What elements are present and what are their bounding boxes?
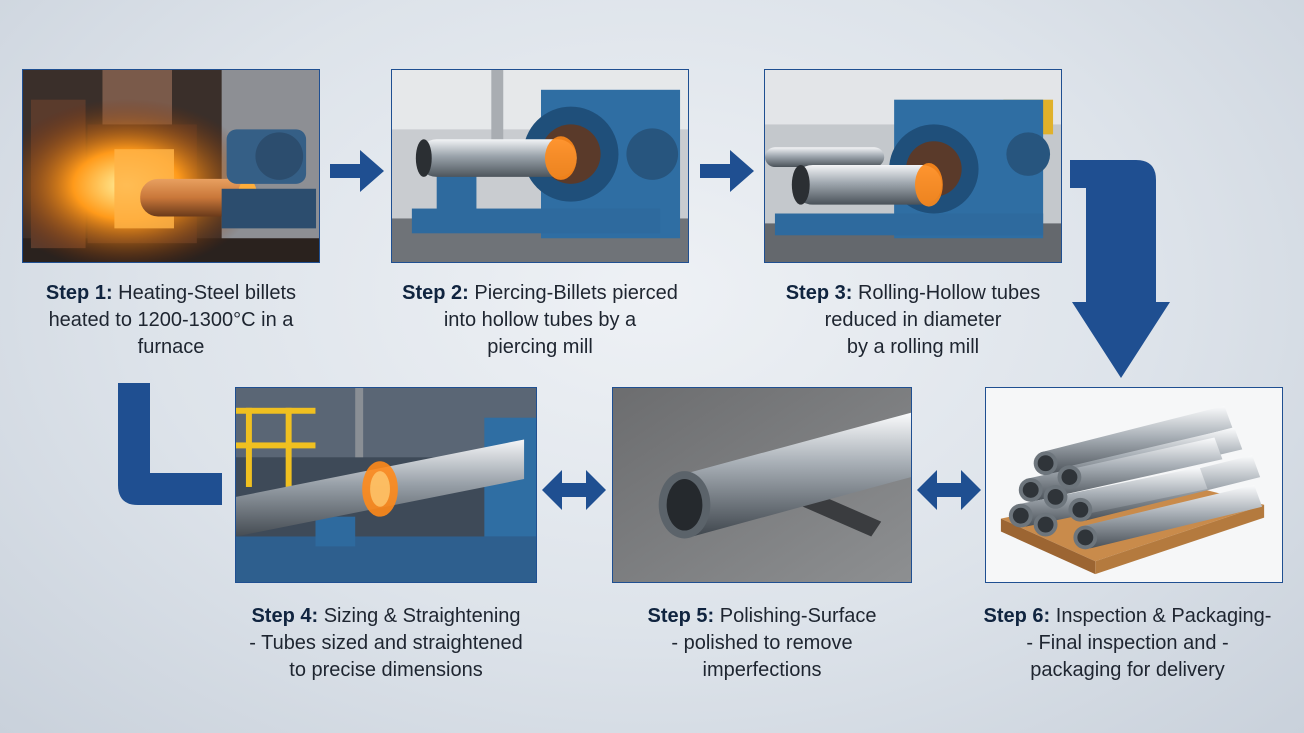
step-text: - Tubes sized and straightened	[249, 632, 523, 654]
step-6-image	[985, 387, 1283, 583]
step-title: Heating	[118, 282, 188, 304]
step-3-caption: Step 3: Rolling-Hollow tubes reduced in …	[743, 280, 1083, 361]
step-text: by a rolling mill	[846, 336, 980, 358]
step-title: Piercing	[474, 282, 547, 304]
step-5-caption: Step 5: Polishing-Surface - polished to …	[592, 603, 932, 684]
step-text: Steel billets	[193, 282, 297, 304]
step-5-image	[612, 387, 912, 583]
step-label: Step 4:	[251, 605, 319, 627]
step-1-image	[22, 69, 320, 263]
step-title: Polishing	[719, 605, 801, 627]
arrow-double-5-6	[917, 470, 981, 510]
step-text: packaging for delivery	[1030, 659, 1225, 681]
step-text: reduced in diameter	[824, 309, 1002, 331]
step-text: imperfections	[702, 659, 822, 681]
step-text: Surface	[807, 605, 877, 627]
arrow-right-2-3	[700, 150, 754, 192]
step-1-caption: Step 1: Heating-Steel billets heated to …	[12, 280, 330, 361]
step-title: Rolling	[857, 282, 920, 304]
step-label: Step 5:	[647, 605, 715, 627]
tube-stack	[1008, 405, 1263, 550]
step-text: Hollow tubes	[925, 282, 1041, 304]
step-label: Step 1:	[45, 282, 113, 304]
step-label: Step 6:	[983, 605, 1051, 627]
step-title: Inspection & Packaging	[1055, 605, 1265, 627]
step-label: Step 2:	[402, 282, 469, 304]
step-3-image	[764, 69, 1062, 263]
step-text: -	[1264, 605, 1272, 627]
step-4-caption: Step 4: Sizing & Straightening - Tubes s…	[216, 603, 556, 684]
step-text: Billets pierced	[553, 282, 678, 304]
step-text: - Final inspection and -	[1026, 632, 1229, 654]
step-text: furnace	[137, 336, 205, 358]
step-4-image	[235, 387, 537, 583]
step-6-caption: Step 6: Inspection & Packaging- - Final …	[955, 603, 1300, 684]
step-text: piercing mill	[487, 336, 593, 358]
step-label: Step 3:	[785, 282, 853, 304]
arrow-turn-down-3-6	[1070, 152, 1172, 380]
step-text: to precise dimensions	[289, 659, 483, 681]
step-2-caption: Step 2: Piercing-Billets pierced into ho…	[370, 280, 710, 361]
arrow-double-4-5	[542, 470, 606, 510]
arrow-right-1-2	[330, 150, 384, 192]
step-text: - polished to remove	[671, 632, 853, 654]
step-text: into hollow tubes by a	[443, 309, 637, 331]
arrow-turn-left-return	[118, 383, 222, 505]
step-2-image	[391, 69, 689, 263]
step-title: Sizing & Straightening	[323, 605, 521, 627]
step-text: heated to 1200-1300°C in a	[48, 309, 294, 331]
